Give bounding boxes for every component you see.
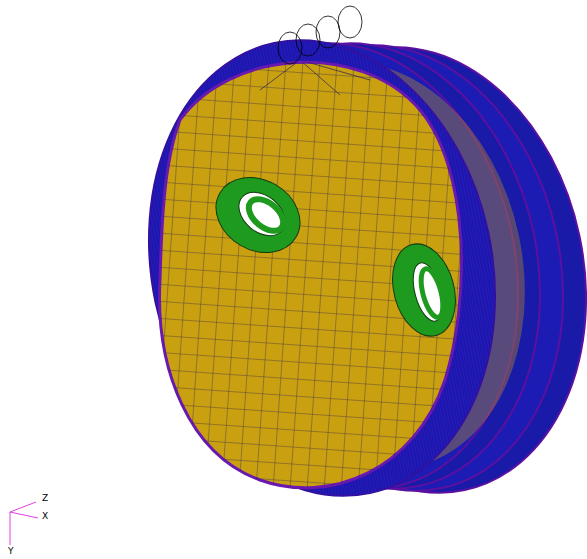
front-face: [150, 40, 480, 510]
axis-label: Z: [42, 494, 48, 503]
axis-label: X: [42, 512, 48, 521]
axis-triad: [10, 502, 38, 545]
disc-layers: [108, 8, 587, 529]
axis-label: Y: [8, 547, 14, 556]
top-loops: [278, 6, 362, 64]
ring-right: [383, 237, 465, 343]
ring-left: [202, 163, 313, 268]
